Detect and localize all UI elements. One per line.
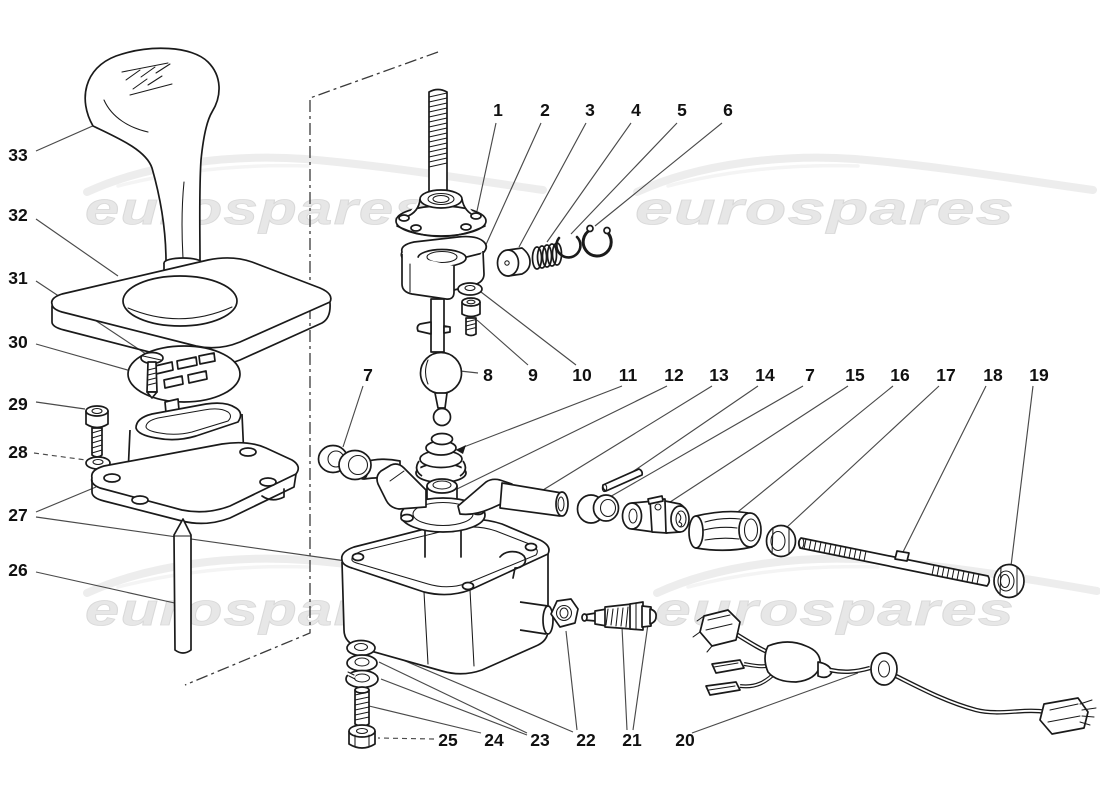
part-detent-bolt (461, 297, 481, 337)
callout-16: 16 (890, 365, 910, 385)
part-stud (354, 686, 370, 727)
callout-2: 2 (540, 100, 550, 120)
callout-17: 17 (936, 365, 955, 385)
callout-11: 11 (619, 365, 638, 385)
part-nut-25 (348, 724, 376, 749)
part-ball-joint (419, 351, 463, 427)
callout-21: 21 (622, 730, 642, 750)
part-gaiter-plate (50, 257, 332, 367)
callout-26: 26 (8, 560, 28, 580)
callout-29: 29 (8, 394, 28, 414)
part-detent-block (400, 235, 488, 300)
part-universal-joint (621, 495, 690, 534)
part-reaction-rod (797, 537, 991, 587)
watermark-text: eurospares (635, 183, 1015, 234)
callout-14: 14 (755, 365, 775, 385)
part-rubber-gaiter (415, 432, 467, 484)
callout-labels: 1 2 3 4 5 6 33 32 31 30 29 28 27 26 7 8 … (8, 100, 1049, 750)
part-washer-stack (345, 639, 379, 689)
callout-31: 31 (8, 268, 28, 288)
part-socket-bolt (85, 405, 109, 458)
part-lever-flange (395, 189, 487, 253)
callout-13: 13 (709, 365, 729, 385)
callout-32: 32 (8, 205, 28, 225)
callout-20: 20 (675, 730, 695, 750)
part-roll-pin (601, 468, 644, 493)
watermark-band-top: eurospares eurospares (83, 153, 1097, 234)
part-nut-19 (993, 563, 1025, 599)
part-circlip (581, 224, 613, 258)
callout-22: 22 (576, 730, 596, 750)
part-lever-housing-flange (90, 402, 300, 525)
part-reverse-switch (581, 601, 657, 631)
part-tower-housing (340, 518, 554, 675)
callout-33: 33 (8, 145, 28, 165)
part-guide-rod (173, 518, 192, 654)
part-countersunk-screw (140, 351, 164, 399)
leader-arrowhead (456, 445, 466, 454)
part-rubber-coupling (688, 510, 762, 552)
part-threaded-lever-rod (428, 88, 448, 197)
watermark-text: eurospares (85, 183, 430, 234)
part-wiring-harness (692, 609, 1097, 735)
callout-25: 25 (438, 730, 458, 750)
part-selector-shaft (357, 458, 569, 517)
part-nut-22 (550, 598, 579, 628)
part-bushings-7-left (317, 444, 372, 481)
callout-18: 18 (983, 365, 1003, 385)
part-ring (555, 235, 582, 259)
callout-7-left: 7 (363, 365, 373, 385)
callout-6: 6 (723, 100, 733, 120)
callout-19: 19 (1029, 365, 1049, 385)
part-detent-washer (457, 282, 483, 296)
callout-3: 3 (585, 100, 595, 120)
callout-8: 8 (483, 365, 493, 385)
part-bushing-7-right (576, 494, 620, 524)
part-plunger (496, 247, 531, 277)
callout-9: 9 (528, 365, 538, 385)
callout-30: 30 (8, 332, 28, 352)
part-nut-17 (765, 524, 797, 558)
callout-12: 12 (664, 365, 684, 385)
callout-5: 5 (677, 100, 687, 120)
callout-28: 28 (8, 442, 28, 462)
detail-boundary-line (184, 51, 439, 686)
part-lever-lower-shaft (416, 298, 451, 353)
callout-7-right: 7 (805, 365, 815, 385)
callout-24: 24 (484, 730, 504, 750)
callout-10: 10 (572, 365, 592, 385)
part-gear-knob (84, 47, 220, 293)
callout-27: 27 (8, 505, 27, 525)
callout-23: 23 (530, 730, 550, 750)
callout-15: 15 (845, 365, 865, 385)
callout-4: 4 (631, 100, 641, 120)
callout-1: 1 (493, 100, 503, 120)
